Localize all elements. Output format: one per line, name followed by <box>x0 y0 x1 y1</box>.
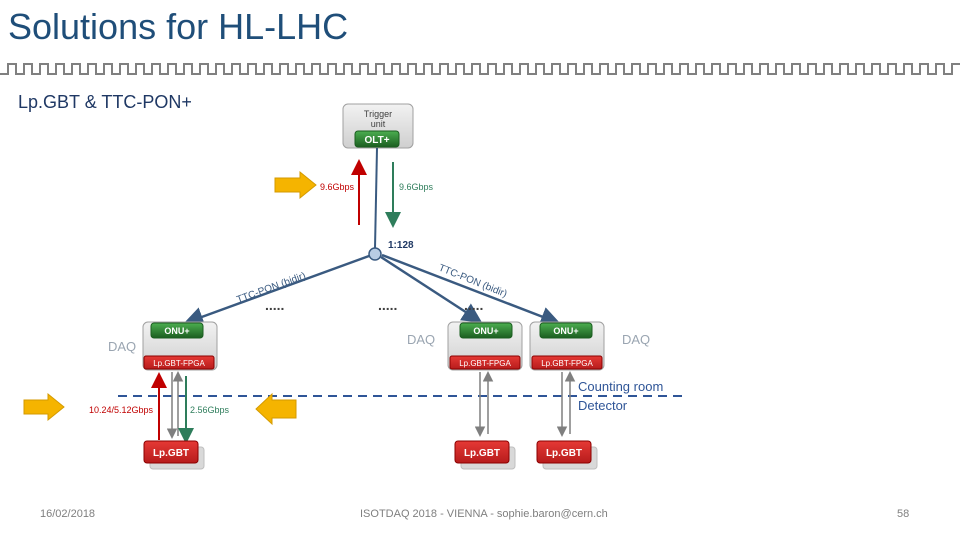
onu-label-right: ONU+ <box>553 326 578 336</box>
fibre-to-onu-middle <box>380 255 483 323</box>
daq-label-right: DAQ <box>622 332 650 347</box>
ellipsis-middle: ..... <box>378 297 397 313</box>
onu-label-left: ONU+ <box>164 326 189 336</box>
daq-label-middle: DAQ <box>407 332 435 347</box>
split-ratio-label: 1:128 <box>388 240 414 251</box>
onu-module-middle: ONU+ Lp.GBT-FPGA <box>447 321 523 371</box>
counting-room-label: Counting room <box>578 379 663 394</box>
lpgbt-chip-left: Lp.GBT <box>143 440 205 470</box>
footer-date: 16/02/2018 <box>40 508 96 520</box>
ellipsis-right: ..... <box>464 297 483 313</box>
footer-event: ISOTDAQ 2018 - VIENNA - sophie.baron@cer… <box>360 508 608 520</box>
lpgbt-chip-middle: Lp.GBT <box>454 440 516 470</box>
clock-wave-decoration <box>0 63 960 75</box>
slide-title: Solutions for HL-LHC <box>8 6 349 47</box>
lpgbt-label-left: Lp.GBT <box>153 448 189 459</box>
lpgbt-chip-right: Lp.GBT <box>536 440 598 470</box>
lpgbt-fpga-label-right: Lp.GBT-FPGA <box>541 359 593 368</box>
onu-module-left: ONU+ Lp.GBT-FPGA <box>142 321 218 371</box>
onu-label-middle: ONU+ <box>473 326 498 336</box>
fibre-to-onu-right <box>381 253 561 326</box>
olt-box: OLT+ <box>354 130 400 148</box>
ellipsis-left: ..... <box>265 297 284 313</box>
lpgbt-uplink-rate: 10.24/5.12Gbps <box>89 405 154 415</box>
olt-downlink-rate: 9.6Gbps <box>399 182 434 192</box>
lpgbt-label-middle: Lp.GBT <box>464 448 500 459</box>
slide-subtitle: Lp.GBT & TTC-PON+ <box>18 92 192 112</box>
detector-label: Detector <box>578 398 628 413</box>
lpgbt-downlink-rate: 2.56Gbps <box>190 405 230 415</box>
fibre-to-onu-left <box>183 254 370 327</box>
highlight-arrow-bottom-right <box>255 392 297 426</box>
olt-fibre <box>374 147 378 249</box>
olt-uplink-rate: 9.6Gbps <box>320 182 355 192</box>
lpgbt-fpga-label-left: Lp.GBT-FPGA <box>153 359 205 368</box>
footer-page-number: 58 <box>897 508 910 520</box>
lpgbt-fpga-label-middle: Lp.GBT-FPGA <box>459 359 511 368</box>
highlight-arrow-bottom-left <box>23 392 65 422</box>
lpgbt-label-right: Lp.GBT <box>546 448 582 459</box>
splitter-icon <box>368 247 382 261</box>
olt-label: OLT+ <box>364 135 389 146</box>
onu-module-right: ONU+ Lp.GBT-FPGA <box>529 321 605 371</box>
daq-label-left: DAQ <box>108 339 136 354</box>
highlight-arrow-top <box>274 170 317 200</box>
